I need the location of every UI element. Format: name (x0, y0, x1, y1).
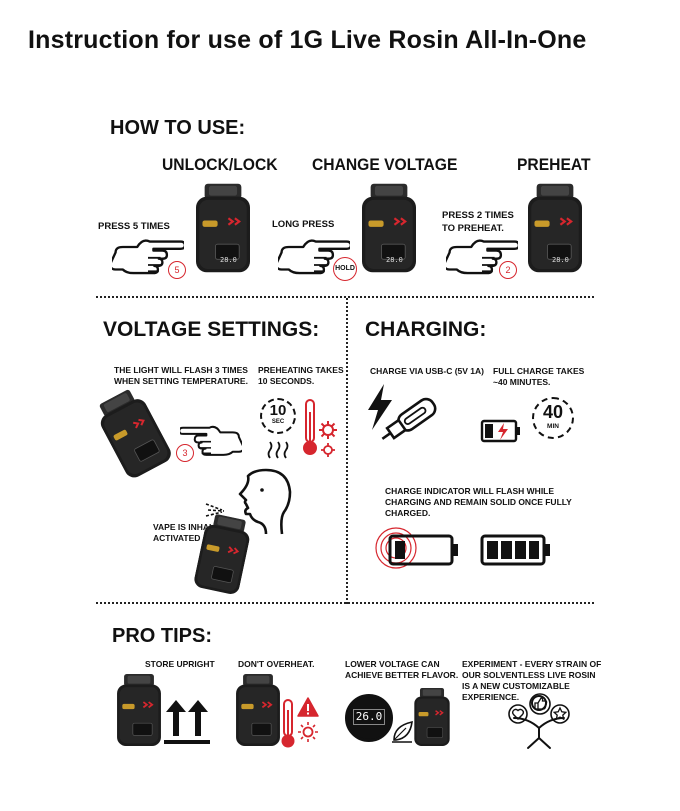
preheat-time-caption-2: 10 SECONDS. (258, 376, 315, 386)
thermometer-icon (303, 399, 317, 455)
tip-experiment-1: EXPERIMENT - EVERY STRAIN OF (462, 659, 602, 669)
charge-timer-unit: MIN (547, 423, 559, 430)
device-icon (236, 674, 280, 746)
inhale-caption-2: ACTIVATED (153, 533, 201, 543)
tip-lower-2: ACHIEVE BETTER FLAVOR. (345, 670, 459, 680)
timer-icon (532, 397, 574, 439)
indicator-caption-3: CHARGED. (385, 508, 431, 518)
device-screen: 28.0 (552, 256, 569, 264)
change-voltage-title: CHANGE VOLTAGE (312, 155, 458, 174)
device-icon (92, 385, 175, 481)
heat-waves-icon (267, 441, 289, 459)
device-icon (414, 688, 450, 746)
how-to-use-heading: HOW TO USE: (110, 117, 246, 139)
full-charge-caption-1: FULL CHARGE TAKES (493, 366, 585, 376)
lightning-icon (368, 384, 392, 430)
unlock-caption: PRESS 5 TIMES (98, 221, 170, 232)
gear-icon (319, 421, 337, 457)
charging-heading: CHARGING: (365, 318, 487, 341)
usb-c-plug-icon (381, 397, 437, 440)
page-title: Instruction for use of 1G Live Rosin All… (28, 26, 587, 54)
preheat-title: PREHEAT (517, 155, 591, 174)
pro-tips-heading: PRO TIPS: (112, 625, 213, 647)
battery-charging-icon (480, 419, 520, 443)
face-inhale-icon (238, 468, 292, 535)
indicator-caption-2: CHARGING AND REMAIN SOLID ONCE FULLY (385, 497, 572, 507)
timer-icon (260, 398, 296, 434)
unlock-lock-title: UNLOCK/LOCK (162, 155, 278, 174)
preheat-time-caption-1: PREHEATING TAKES (258, 365, 344, 375)
flash-count-badge: 3 (176, 444, 194, 462)
star-icon (550, 704, 570, 724)
battery-low-icon (388, 534, 458, 566)
inhale-caption-1: VAPE IS INHALE (153, 522, 220, 532)
preheat-caption-2: TO PREHEAT. (442, 223, 504, 234)
divider-bottom (96, 602, 594, 604)
preheat-timer-value: 10 (269, 402, 287, 419)
preheat-caption-1: PRESS 2 TIMES (442, 210, 514, 221)
tip-upright: STORE UPRIGHT (145, 659, 215, 669)
flash-caption-1: THE LIGHT WILL FLASH 3 TIMES (114, 365, 248, 375)
press-count-badge: 5 (168, 261, 186, 279)
press-count-badge: 2 (499, 261, 517, 279)
tip-lower-1: LOWER VOLTAGE CAN (345, 659, 440, 669)
device-screen: 28.0 (220, 256, 237, 264)
like-icon (529, 693, 551, 715)
flash-caption-2: WHEN SETTING TEMPERATURE. (114, 376, 248, 386)
warning-icon (297, 697, 319, 717)
leaf-icon (392, 720, 413, 743)
heart-icon (508, 704, 528, 724)
tip-experiment-3: IS A NEW CUSTOMIZABLE (462, 681, 570, 691)
tip-experiment-2: OUR SOLVENTLESS LIVE ROSIN (462, 670, 596, 680)
charge-timer-value: 40 (542, 402, 564, 422)
inhale-lines-icon (205, 503, 225, 517)
hold-badge: HOLD (333, 257, 357, 281)
thermometer-icon (281, 699, 295, 748)
divider-vertical (346, 298, 348, 604)
indicator-caption-1: CHARGE INDICATOR WILL FLASH WHILE (385, 486, 555, 496)
up-arrow-icon (164, 700, 210, 744)
divider-top (96, 296, 594, 298)
full-charge-caption-2: ~40 MINUTES. (493, 377, 551, 387)
tip-experiment-4: EXPERIENCE. (462, 692, 520, 702)
sun-heat-icon (298, 722, 318, 742)
device-icon (117, 674, 161, 746)
device-screen-large: 26.0 (353, 709, 385, 725)
preheat-timer-unit: SEC (271, 419, 285, 425)
usb-caption: CHARGE VIA USB-C (5V 1A) (370, 366, 484, 376)
battery-full-icon (480, 534, 550, 566)
voltage-caption: LONG PRESS (272, 219, 335, 230)
tip-overheat: DON'T OVERHEAT. (238, 659, 315, 669)
device-screen: 28.0 (386, 256, 403, 264)
voltage-settings-heading: VOLTAGE SETTINGS: (103, 318, 320, 341)
